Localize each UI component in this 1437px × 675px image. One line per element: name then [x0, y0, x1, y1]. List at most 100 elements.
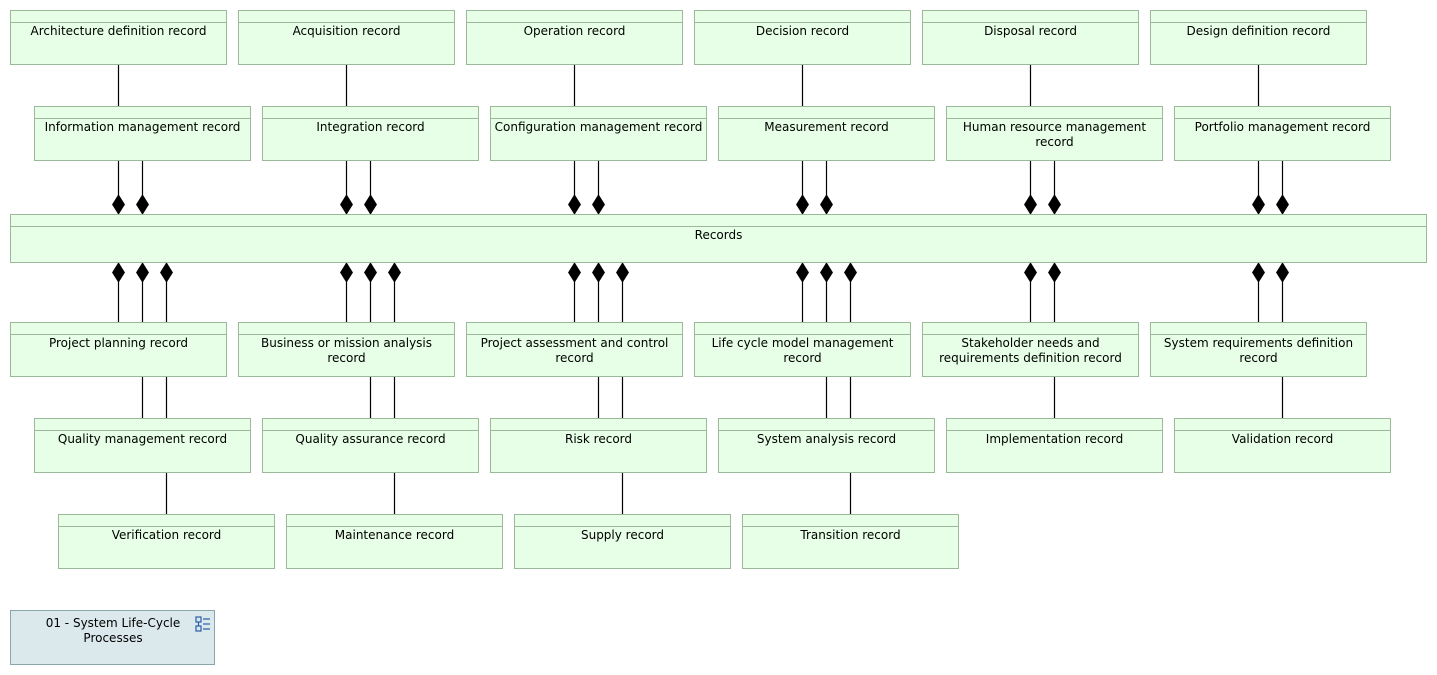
block-quality-assurance-record[interactable]: Quality assurance record	[262, 418, 479, 473]
block-human-resource-management-record[interactable]: Human resource management record	[946, 106, 1163, 161]
block-header-bar	[1175, 419, 1390, 431]
composition-diamond-validation-record	[1276, 262, 1289, 283]
block-transition-record[interactable]: Transition record	[742, 514, 959, 569]
block-header-bar	[1151, 11, 1366, 23]
block-name: Portfolio management record	[1194, 120, 1371, 134]
block-name: Validation record	[1231, 432, 1334, 446]
composition-diamond-supply-record	[616, 262, 629, 283]
records-block[interactable]: Records	[10, 214, 1427, 263]
block-header-bar	[695, 11, 910, 23]
block-header-bar	[1175, 107, 1390, 119]
block-header-bar	[947, 107, 1162, 119]
block-supply-record[interactable]: Supply record	[514, 514, 731, 569]
block-measurement-record[interactable]: Measurement record	[718, 106, 935, 161]
block-header-bar	[239, 11, 454, 23]
block-name: Stakeholder needs and requirements defin…	[939, 336, 1122, 365]
composition-diamond-maintenance-record	[388, 262, 401, 283]
block-header-bar	[35, 419, 250, 431]
block-integration-record[interactable]: Integration record	[262, 106, 479, 161]
composition-diamond-system-analysis-record	[820, 262, 833, 283]
block-name: System requirements definition record	[1163, 336, 1354, 365]
package-system-life-cycle-processes[interactable]: 01 - System Life-Cycle Processes	[10, 610, 215, 665]
block-header-bar	[11, 215, 1426, 227]
block-implementation-record[interactable]: Implementation record	[946, 418, 1163, 473]
block-header-bar	[11, 323, 226, 335]
composition-diamond-information-management-record	[136, 194, 149, 215]
block-header-bar	[1151, 323, 1366, 335]
block-header-bar	[11, 11, 226, 23]
block-name: Transition record	[800, 528, 901, 542]
block-quality-management-record[interactable]: Quality management record	[34, 418, 251, 473]
package-diagram-icon	[195, 616, 210, 632]
block-name: Configuration management record	[494, 120, 703, 134]
block-header-bar	[923, 323, 1138, 335]
block-header-bar	[287, 515, 502, 527]
block-risk-record[interactable]: Risk record	[490, 418, 707, 473]
block-project-planning-record[interactable]: Project planning record	[10, 322, 227, 377]
block-disposal-record[interactable]: Disposal record	[922, 10, 1139, 65]
composition-diamond-decision-record	[796, 194, 809, 215]
composition-diamond-measurement-record	[820, 194, 833, 215]
block-name: Design definition record	[1186, 24, 1331, 38]
composition-diamond-business-or-mission-analysis-record	[340, 262, 353, 283]
block-name: Records	[694, 228, 743, 242]
block-header-bar	[719, 107, 934, 119]
composition-diamond-acquisition-record	[340, 194, 353, 215]
composition-diamond-human-resource-management-record	[1048, 194, 1061, 215]
block-information-management-record[interactable]: Information management record	[34, 106, 251, 161]
block-name: Human resource management record	[962, 120, 1147, 149]
block-header-bar	[695, 323, 910, 335]
composition-diamond-project-assessment-and-control-record	[568, 262, 581, 283]
block-header-bar	[467, 323, 682, 335]
composition-diamond-configuration-management-record	[592, 194, 605, 215]
block-acquisition-record[interactable]: Acquisition record	[238, 10, 455, 65]
block-system-requirements-definition-record[interactable]: System requirements definition record	[1150, 322, 1367, 377]
block-name: Life cycle model management record	[711, 336, 894, 365]
block-operation-record[interactable]: Operation record	[466, 10, 683, 65]
block-header-bar	[923, 11, 1138, 23]
block-header-bar	[263, 107, 478, 119]
block-name: Business or mission analysis record	[260, 336, 433, 365]
block-header-bar	[35, 107, 250, 119]
block-business-or-mission-analysis-record[interactable]: Business or mission analysis record	[238, 322, 455, 377]
block-header-bar	[947, 419, 1162, 431]
composition-diamond-implementation-record	[1048, 262, 1061, 283]
block-validation-record[interactable]: Validation record	[1174, 418, 1391, 473]
block-configuration-management-record[interactable]: Configuration management record	[490, 106, 707, 161]
block-name: Quality management record	[57, 432, 228, 446]
block-name: Architecture definition record	[30, 24, 207, 38]
block-name: Measurement record	[764, 120, 889, 134]
block-name: Disposal record	[984, 24, 1077, 38]
block-maintenance-record[interactable]: Maintenance record	[286, 514, 503, 569]
composition-diamond-integration-record	[364, 194, 377, 215]
block-name: Supply record	[580, 528, 665, 542]
block-name: Project planning record	[48, 336, 189, 350]
block-name: Verification record	[111, 528, 222, 542]
block-portfolio-management-record[interactable]: Portfolio management record	[1174, 106, 1391, 161]
composition-diamond-verification-record	[160, 262, 173, 283]
composition-diamond-design-definition-record	[1252, 194, 1265, 215]
block-project-assessment-and-control-record[interactable]: Project assessment and control record	[466, 322, 683, 377]
block-name: Project assessment and control record	[480, 336, 669, 365]
block-name: Quality assurance record	[295, 432, 446, 446]
composition-diamond-system-requirements-definition-record	[1252, 262, 1265, 283]
block-name: Operation record	[523, 24, 626, 38]
block-life-cycle-model-management-record[interactable]: Life cycle model management record	[694, 322, 911, 377]
composition-diamond-quality-management-record	[136, 262, 149, 283]
composition-diamond-risk-record	[592, 262, 605, 283]
composition-diamond-architecture-definition-record	[112, 194, 125, 215]
block-name: Maintenance record	[334, 528, 455, 542]
block-decision-record[interactable]: Decision record	[694, 10, 911, 65]
block-design-definition-record[interactable]: Design definition record	[1150, 10, 1367, 65]
block-name: System analysis record	[756, 432, 897, 446]
block-header-bar	[239, 323, 454, 335]
block-name: Integration record	[316, 120, 425, 134]
composition-diamond-project-planning-record	[112, 262, 125, 283]
block-name: Implementation record	[985, 432, 1124, 446]
block-header-bar	[719, 419, 934, 431]
package-label: 01 - System Life-Cycle Processes	[45, 616, 181, 645]
block-stakeholder-needs-and-requirements-definition-record[interactable]: Stakeholder needs and requirements defin…	[922, 322, 1139, 377]
block-architecture-definition-record[interactable]: Architecture definition record	[10, 10, 227, 65]
block-system-analysis-record[interactable]: System analysis record	[718, 418, 935, 473]
block-verification-record[interactable]: Verification record	[58, 514, 275, 569]
